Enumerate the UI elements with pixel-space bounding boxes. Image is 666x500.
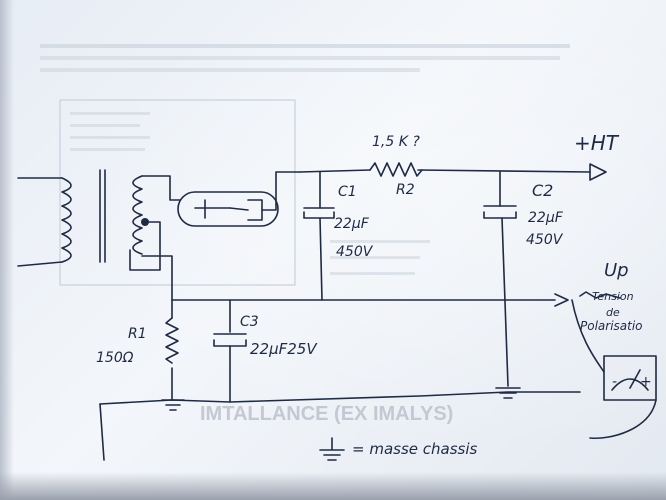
polarisation-label: Polarisatio bbox=[580, 319, 643, 333]
ghost-line-10 bbox=[330, 272, 415, 275]
r1-name-label: R1 bbox=[128, 326, 147, 342]
c1-lead-bottom bbox=[319, 217, 323, 301]
paper-edge bbox=[0, 0, 14, 500]
c3-rating-label: 22µF25V bbox=[250, 340, 318, 358]
r2-name-label: R2 bbox=[396, 182, 415, 198]
meter-lead-bottom bbox=[589, 399, 657, 440]
ground-legend bbox=[319, 437, 345, 461]
ht-wire-left bbox=[299, 169, 371, 173]
input-transformer bbox=[17, 169, 181, 301]
c2-plate-bottom bbox=[483, 211, 517, 219]
meter bbox=[571, 299, 657, 440]
c2-voltage-label: 450V bbox=[526, 232, 564, 248]
c3-capacitor bbox=[213, 299, 247, 403]
desk-edge bbox=[0, 472, 666, 500]
anode-lead bbox=[261, 171, 301, 211]
c1-capacitor bbox=[303, 171, 335, 301]
tap-wire bbox=[129, 221, 161, 271]
meter-lead-top bbox=[571, 299, 605, 373]
ht-rail bbox=[299, 162, 607, 181]
ht-label: +HT bbox=[574, 131, 620, 155]
up-label: Up bbox=[604, 260, 629, 281]
secondary-top-lead bbox=[141, 175, 181, 201]
r2-value-label: 1,5 K ? bbox=[372, 134, 420, 150]
ground-bus bbox=[99, 391, 581, 405]
ghost-box bbox=[59, 99, 296, 286]
legend-ground-icon bbox=[319, 437, 345, 461]
ghost-line-9 bbox=[330, 256, 420, 259]
r1-value-label: 150Ω bbox=[96, 350, 134, 366]
legend-label: = masse chassis bbox=[352, 440, 478, 458]
ghost-line-8 bbox=[330, 240, 430, 243]
c3-plate-bottom bbox=[213, 339, 247, 347]
ghost-line-5 bbox=[70, 124, 140, 127]
tube-internal bbox=[229, 207, 249, 211]
ht-arrow-icon bbox=[589, 163, 607, 181]
tube-anode bbox=[247, 199, 263, 221]
c2-capacitance-label: 22µF bbox=[528, 210, 564, 226]
c1-name-label: C1 bbox=[338, 184, 357, 200]
tube-envelope bbox=[177, 191, 279, 227]
ghost-line-1 bbox=[40, 44, 570, 48]
c1-voltage-label: 450V bbox=[336, 244, 374, 260]
c1-plate-bottom bbox=[303, 211, 335, 219]
meter-box bbox=[603, 355, 657, 401]
bleed-through-print: IMTALLANCE (EX IMALYS) bbox=[40, 44, 570, 425]
meter-minus-label: - bbox=[612, 374, 617, 390]
r1-zigzag bbox=[165, 317, 179, 364]
ground-r1 bbox=[161, 399, 185, 411]
c2-name-label: C2 bbox=[532, 181, 553, 200]
ghost-line-4 bbox=[70, 112, 150, 115]
r2-resistor bbox=[369, 162, 423, 177]
meter-needle bbox=[629, 369, 641, 389]
bias-rail bbox=[171, 291, 621, 307]
ghost-line-3 bbox=[40, 68, 420, 72]
de-label: de bbox=[606, 306, 620, 319]
meter-arc bbox=[611, 378, 649, 391]
ghost-line-7 bbox=[70, 148, 145, 151]
c2-lead-bottom bbox=[501, 217, 509, 387]
meter-plus-label: + bbox=[640, 374, 652, 390]
primary-lead-bottom bbox=[17, 261, 63, 267]
secondary-coil bbox=[132, 175, 143, 255]
ground-icon bbox=[161, 399, 185, 411]
bias-brace bbox=[579, 291, 621, 299]
ghost-bottom-title: IMTALLANCE (EX IMALYS) bbox=[200, 403, 453, 425]
r1-resistor bbox=[165, 299, 179, 401]
ht-wire-right bbox=[417, 169, 591, 173]
c2-capacitor bbox=[483, 171, 517, 387]
c3-name-label: C3 bbox=[240, 314, 259, 330]
secondary-bottom-lead bbox=[141, 255, 173, 301]
ghost-line-2 bbox=[40, 56, 560, 60]
primary-coil bbox=[61, 177, 72, 263]
ground-bus-left bbox=[99, 403, 105, 461]
ghost-line-6 bbox=[70, 136, 150, 139]
triode-tube bbox=[177, 171, 301, 227]
c1-capacitance-label: 22µF bbox=[334, 216, 370, 232]
bias-arrow-icon bbox=[554, 293, 569, 307]
tension-label: Tension bbox=[592, 290, 634, 303]
